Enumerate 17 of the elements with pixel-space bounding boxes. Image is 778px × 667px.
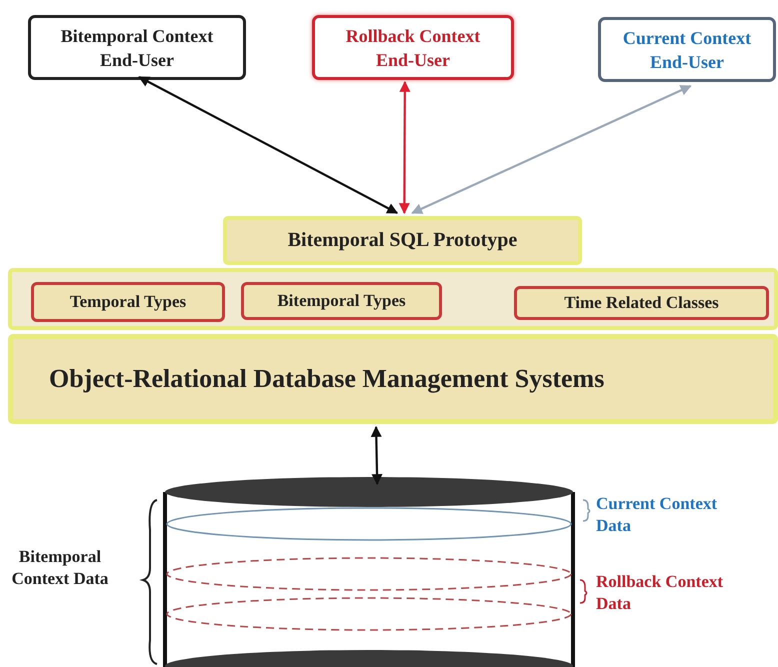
user-box: Rollback Context End-User xyxy=(312,15,514,80)
arrow xyxy=(411,85,692,214)
data-label: Bitemporal Context Data xyxy=(10,546,110,590)
data-label: Rollback Context Data xyxy=(596,571,724,615)
type-box: Time Related Classes xyxy=(514,286,769,320)
user-box: Current Context End-User xyxy=(598,17,776,82)
user-box: Bitemporal Context End-User xyxy=(28,15,246,80)
layer-band xyxy=(8,268,778,330)
dbms-band: Object-Relational Database Management Systems xyxy=(8,334,778,424)
database-cylinder xyxy=(163,476,575,667)
prototype-box: Bitemporal SQL Prototype xyxy=(223,216,582,265)
type-box: Bitemporal Types xyxy=(241,282,442,320)
data-label: Current Context Data xyxy=(596,493,718,537)
arrow xyxy=(138,76,398,214)
type-box: Temporal Types xyxy=(31,282,225,322)
arrow xyxy=(370,426,383,486)
arrow xyxy=(398,80,410,214)
